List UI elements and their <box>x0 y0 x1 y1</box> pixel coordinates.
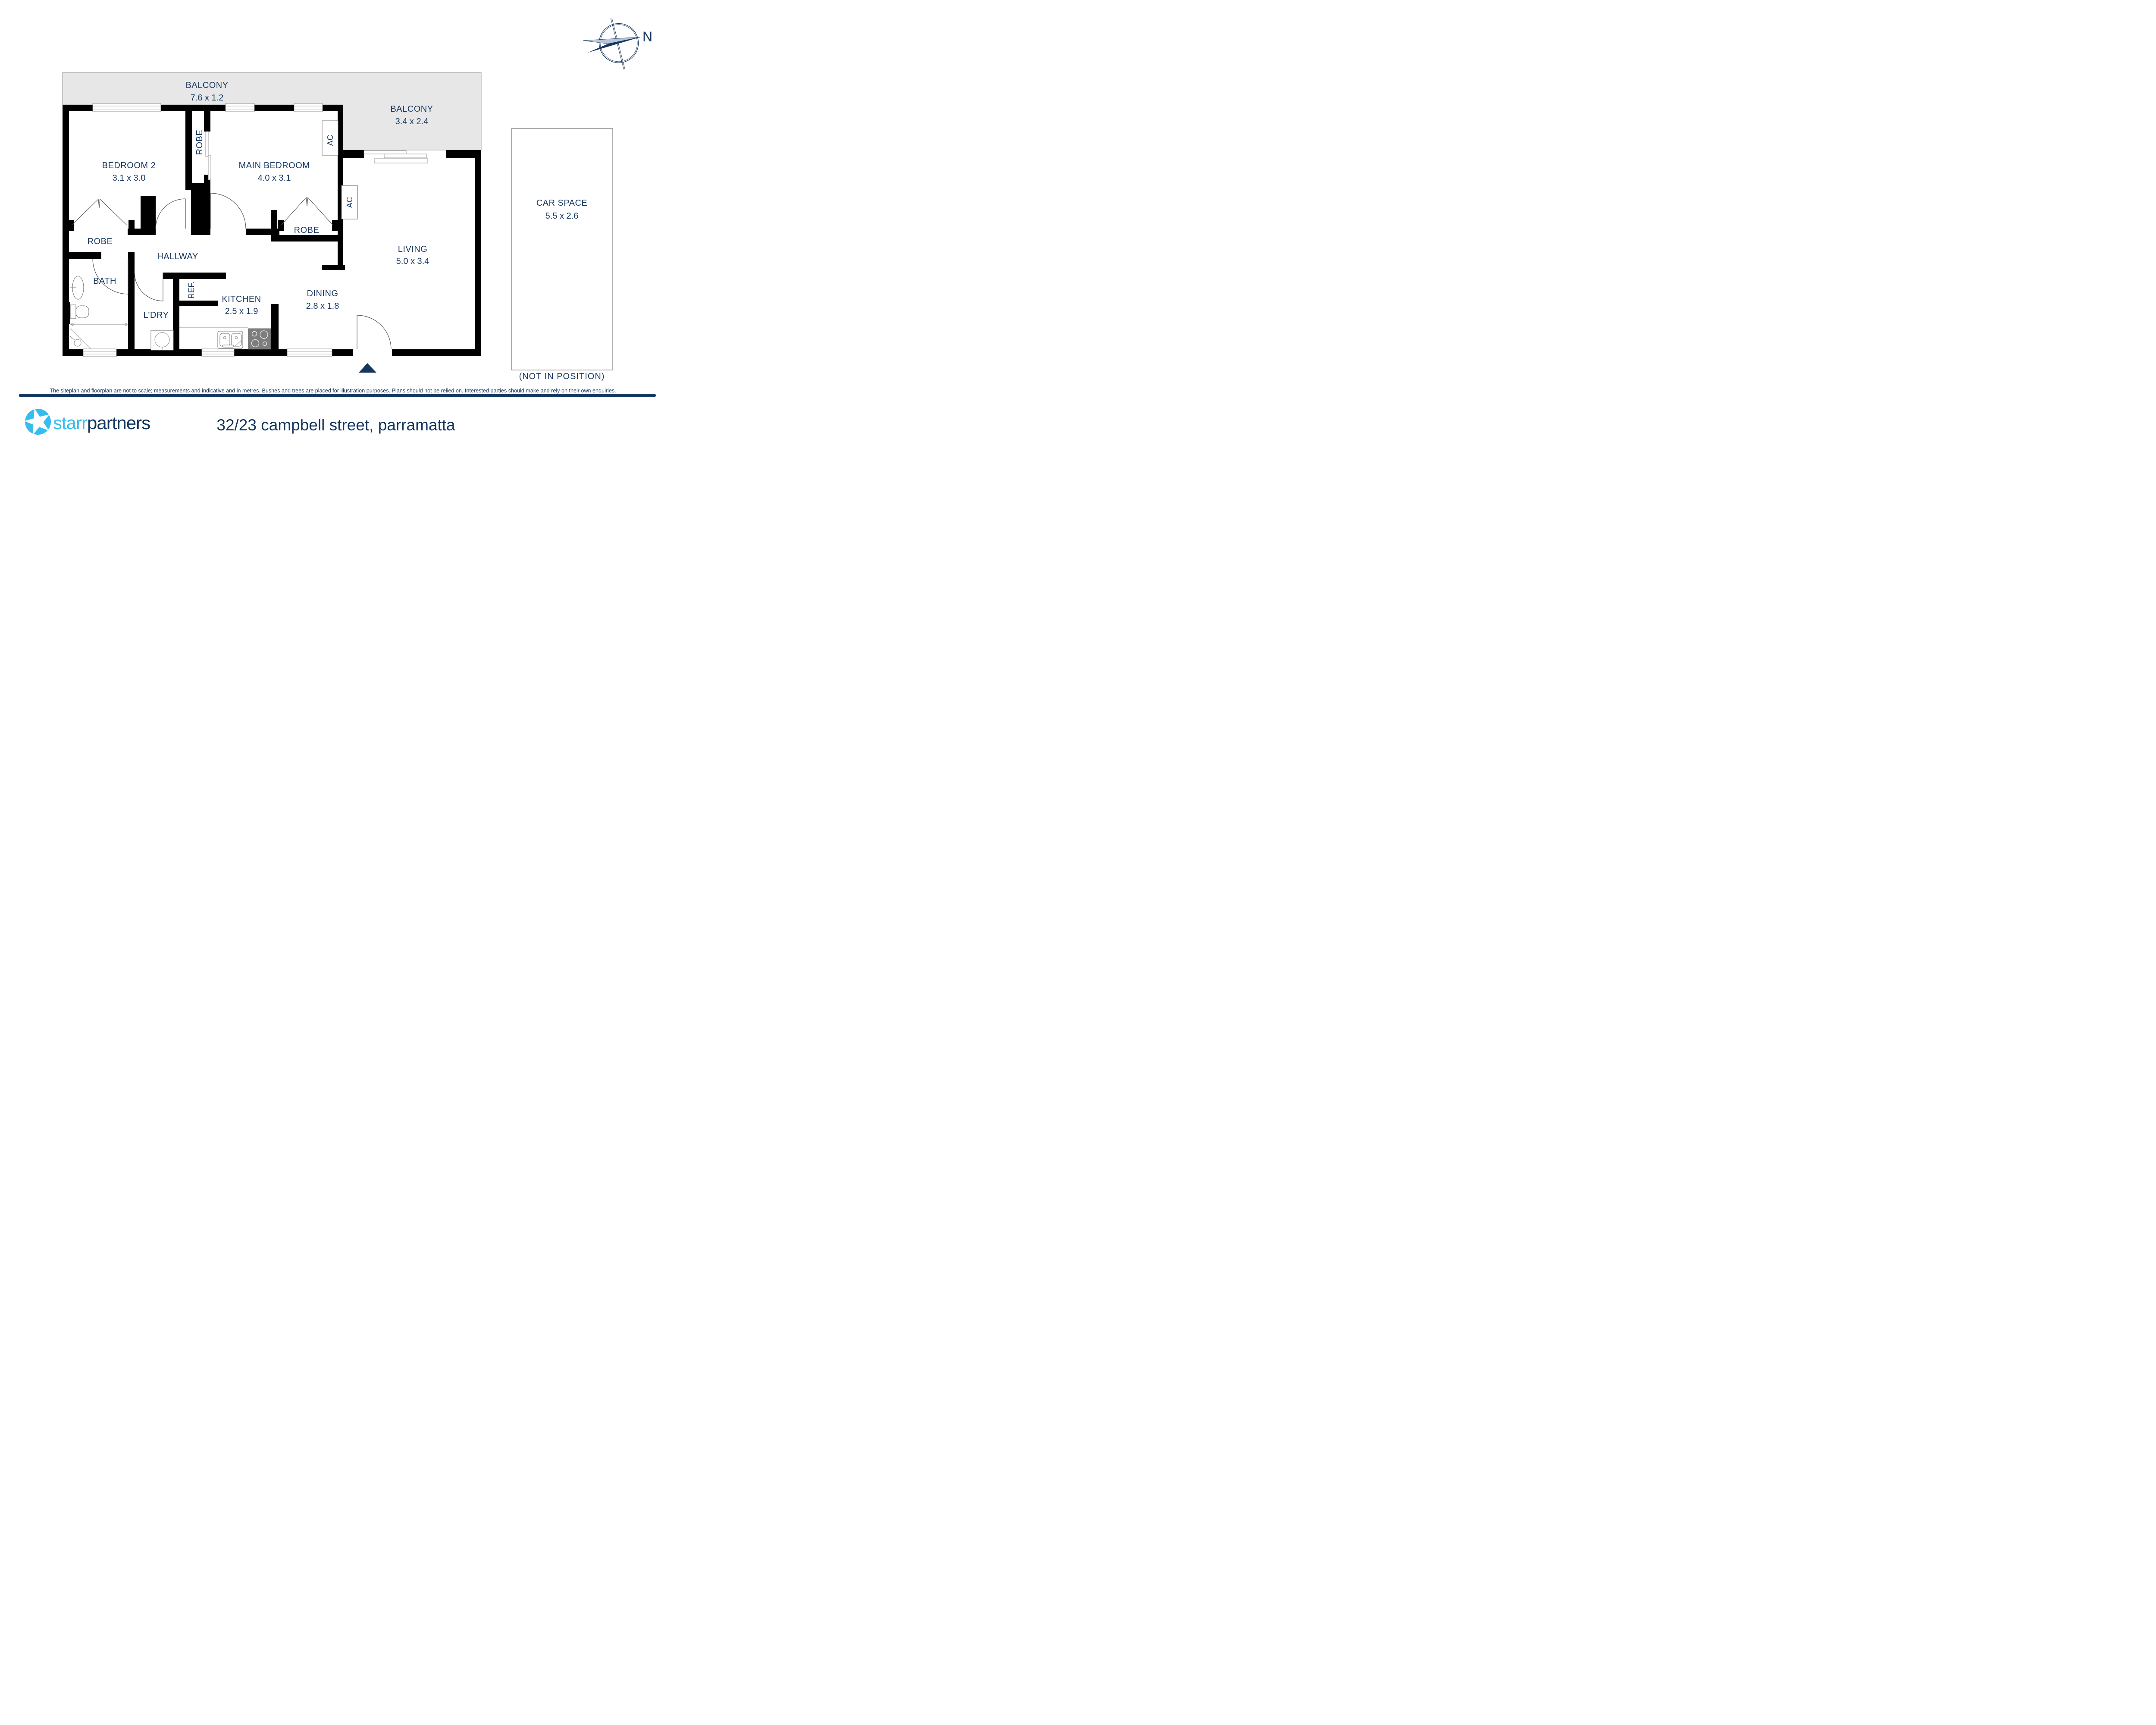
north-label: N <box>642 29 652 44</box>
car-space-note: (NOT IN POSITION) <box>519 372 605 381</box>
footer-divider-bar <box>19 394 656 397</box>
wall <box>63 105 69 356</box>
entry-arrow-icon <box>359 363 376 373</box>
label-robe-between: ROBE <box>195 130 204 155</box>
basin-fixture <box>70 276 84 300</box>
dims-car-space: 5.5 x 2.6 <box>545 211 579 221</box>
wall <box>322 265 345 270</box>
wall <box>173 273 179 356</box>
car-space-outline <box>511 128 613 370</box>
cooktop-fixture <box>248 328 271 350</box>
window <box>294 103 323 112</box>
dims-living: 5.0 x 3.4 <box>396 257 429 266</box>
label-fridge: REF. <box>187 281 196 298</box>
wall <box>271 304 279 349</box>
wall <box>338 150 364 158</box>
north-needle-dark-half <box>587 37 640 53</box>
compass-rose: N <box>583 18 652 70</box>
label-balcony-right: BALCONY <box>390 104 433 114</box>
wall <box>185 183 210 190</box>
wall <box>271 235 343 242</box>
walls <box>63 105 481 356</box>
shower-fixture <box>70 323 128 350</box>
wall-pier <box>332 220 338 231</box>
label-kitchen: KITCHEN <box>222 295 261 304</box>
fixtures <box>70 276 271 351</box>
windows <box>83 103 428 357</box>
dims-kitchen: 2.5 x 1.9 <box>225 307 258 316</box>
floorplan-canvas: N <box>19 18 656 435</box>
doors <box>71 193 392 373</box>
window <box>83 348 117 357</box>
entry-door <box>353 315 392 356</box>
label-robe-main: ROBE <box>294 226 320 235</box>
double-sink-fixture <box>217 331 243 349</box>
brand-starr: starr <box>53 413 88 433</box>
wall-pier <box>128 220 135 231</box>
wall <box>179 301 218 306</box>
compass-outer-ring <box>599 23 639 63</box>
listing-address: 32/23 campbell street, parramatta <box>216 416 455 434</box>
wall <box>141 196 156 231</box>
window <box>225 103 255 112</box>
wall <box>338 105 343 270</box>
sliding-robe-doors <box>205 131 211 180</box>
bifold-doors-robe-bedroom2 <box>71 198 127 226</box>
label-balcony-top: BALCONY <box>185 81 228 90</box>
window <box>287 348 332 357</box>
logo-star-cutout <box>24 408 50 435</box>
ac-unit-lower <box>341 185 358 220</box>
dims-bedroom2: 3.1 x 3.0 <box>113 173 146 183</box>
ac-unit-upper <box>322 120 338 156</box>
wall <box>446 150 481 158</box>
dims-balcony-right: 3.4 x 2.4 <box>395 117 429 126</box>
label-ac-lower: AC <box>345 197 354 208</box>
wall-pier <box>278 220 284 231</box>
label-laundry: L’DRY <box>144 310 169 320</box>
sliding-door <box>364 150 428 163</box>
bifold-doors-robe-main <box>281 197 333 226</box>
label-hallway: HALLWAY <box>157 252 198 261</box>
brand-logo: starrpartners <box>24 408 150 435</box>
label-robe-bedroom2: ROBE <box>88 237 113 246</box>
toilet-fixture <box>70 304 89 319</box>
entry-opening <box>353 349 392 356</box>
brand-partners: partners <box>87 413 150 433</box>
washing-machine-fixture <box>150 330 174 351</box>
wall <box>163 273 226 279</box>
wall <box>185 111 192 190</box>
wall <box>128 252 135 356</box>
compass-inner-ring <box>600 24 638 62</box>
dims-dining: 2.8 x 1.8 <box>306 301 339 311</box>
door-arc-laundry <box>134 272 163 301</box>
north-needle-light-half <box>583 37 640 44</box>
label-ac-upper: AC <box>326 135 335 146</box>
label-bath: BATH <box>93 276 116 286</box>
door-arc-main-bedroom <box>210 193 246 229</box>
brand-wordmark: starrpartners <box>53 413 150 433</box>
wall <box>475 150 481 356</box>
floorplan-page: N <box>0 0 666 442</box>
wall-pier <box>68 220 74 231</box>
wall <box>63 252 101 259</box>
dims-balcony-top: 7.6 x 1.2 <box>191 93 224 103</box>
label-dining: DINING <box>307 289 338 298</box>
wall <box>271 210 277 235</box>
label-living: LIVING <box>398 245 428 254</box>
window <box>201 348 235 357</box>
wall <box>191 190 210 235</box>
compass-axis-line <box>611 18 625 69</box>
disclaimer-text: The siteplan and floorplan are not to sc… <box>50 388 616 394</box>
wall-pier <box>63 302 70 324</box>
label-main-bedroom: MAIN BEDROOM <box>239 161 310 170</box>
label-bedroom2: BEDROOM 2 <box>102 161 156 170</box>
window <box>92 103 161 112</box>
wall <box>63 349 481 356</box>
room-labels: BALCONY 7.6 x 1.2 BALCONY 3.4 x 2.4 BEDR… <box>88 81 605 381</box>
dims-main-bedroom: 4.0 x 3.1 <box>258 173 291 183</box>
door-arc-bath <box>92 258 128 295</box>
wall <box>204 111 210 132</box>
label-car-space: CAR SPACE <box>536 198 588 208</box>
door-arc-bedroom2 <box>155 198 186 229</box>
